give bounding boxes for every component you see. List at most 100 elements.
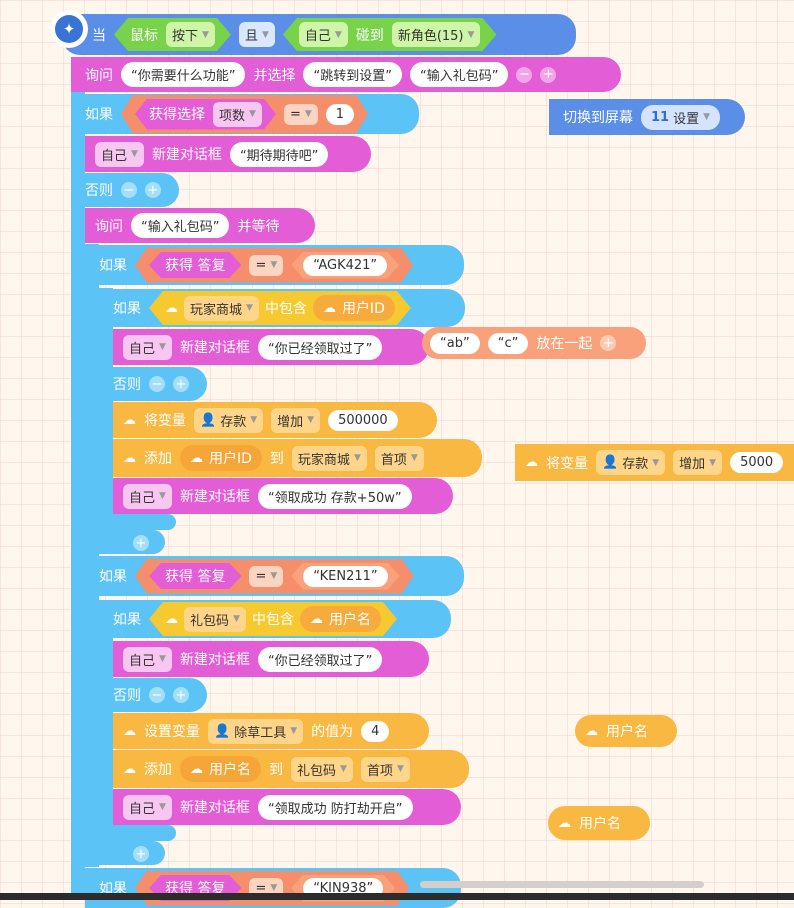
get-choice-reporter[interactable]: 获得选择 项数▼ [135,99,276,130]
else-block-1[interactable]: 否则 − + [71,173,179,207]
dialog-block-claimed-1[interactable]: 自己▼ 新建对话框 “你已经领取过了” [113,329,429,365]
set-var-block[interactable]: ☁ 设置变量 👤除草工具▼ 的值为 4 [113,713,429,749]
self-dropdown[interactable]: 自己▼ [123,794,172,820]
list-dropdown[interactable]: 礼包码▼ [184,607,246,632]
position-dropdown[interactable]: 首项▼ [360,756,410,782]
plus-icon[interactable]: + [133,535,149,551]
equals-operator[interactable]: 获得 答复 =▼ “KEN211” [135,559,414,594]
answer-value-hex[interactable]: “AGK421” [291,252,399,279]
ask-wait-block[interactable]: 询问 “输入礼包码” 并等待 [85,208,315,243]
ask-text-input[interactable]: “输入礼包码” [131,213,230,238]
value-input[interactable]: 1 [326,104,354,125]
plus-icon[interactable]: + [600,335,617,351]
answer-value-input[interactable]: “AGK421” [303,255,387,276]
answer-value-input[interactable]: “KEN211” [303,566,387,587]
user-name-reporter-floating-1[interactable]: ☁ 用户名 [575,715,677,747]
ask-label: 询问 [85,67,113,84]
if-answer-block-3[interactable]: 如果 获得 答复 =▼ “KIN938” [85,868,461,908]
dialog-block-claimed-2[interactable]: 自己▼ 新建对话框 “你已经领取过了” [113,641,429,677]
if-answer-block-2[interactable]: 如果 获得 答复 =▼ “KEN211” [85,556,464,596]
when-hat-block[interactable]: 当 鼠标 按下▼ 且▼ 自己▼ 碰到 新角色(15)▼ [62,14,576,55]
option-input-1[interactable]: “跳转到设置” [303,62,402,87]
variable-dropdown[interactable]: 👤存款▼ [194,407,264,433]
minus-icon[interactable]: − [149,376,165,392]
dialog-text-input[interactable]: “领取成功 防打劫开启” [257,794,413,820]
list-add-block-1[interactable]: ☁ 添加 ☁用户ID 到 玩家商城▼ 首项▼ [113,439,482,477]
change-var-block-1[interactable]: ☁ 将变量 👤存款▼ 增加▼ 500000 [113,402,437,438]
dialog-block-wait[interactable]: 自己▼ 新建对话框 “期待期待吧” [85,136,371,172]
user-name-reporter[interactable]: ☁用户名 [300,606,381,632]
variable-dropdown[interactable]: 👤除草工具▼ [208,718,304,744]
user-name-reporter[interactable]: ☁用户名 [180,756,261,782]
change-var-block-floating[interactable]: ☁ 将变量 👤存款▼ 增加▼ 5000 [515,444,794,481]
list-dropdown[interactable]: 玩家商城▼ [184,296,259,321]
eq-dropdown[interactable]: =▼ [284,104,318,125]
touch-condition[interactable]: 自己▼ 碰到 新角色(15)▼ [283,18,497,51]
if-contains-block-2[interactable]: 如果 ☁ 礼包码▼ 中包含 ☁用户名 [99,600,451,638]
plus-icon[interactable]: + [145,182,161,198]
list-add-block-2[interactable]: ☁ 添加 ☁用户名 到 礼包码▼ 首项▼ [113,750,469,788]
self-dropdown[interactable]: 自己▼ [123,646,172,672]
ask-choose-block[interactable]: 询问 “你需要什么功能” 并选择 “跳转到设置” “输入礼包码” − + [71,57,621,92]
equals-operator[interactable]: 获得 答复 =▼ “KIN938” [135,871,409,906]
list-contains-condition[interactable]: ☁ 礼包码▼ 中包含 ☁用户名 [149,602,397,636]
answer-value-hex[interactable]: “KEN211” [291,563,399,590]
join-input-a[interactable]: “ab” [430,332,480,354]
eq-dropdown[interactable]: =▼ [249,255,283,276]
question-input[interactable]: “你需要什么功能” [121,62,246,87]
list-dropdown[interactable]: 礼包码▼ [291,756,353,782]
contains-label: 中包含 [264,301,307,317]
plus-icon[interactable]: + [173,687,189,703]
amount-input[interactable]: 5000 [730,452,784,473]
dialog-block-success-2[interactable]: 自己▼ 新建对话框 “领取成功 防打劫开启” [113,789,461,825]
dialog-text-input[interactable]: “期待期待吧” [229,141,329,167]
equals-operator[interactable]: 获得选择 项数▼ =▼ 1 [121,95,368,134]
role-dropdown[interactable]: 新角色(15)▼ [392,22,481,47]
variable-dropdown[interactable]: 👤存款▼ [596,450,666,475]
dialog-block-success-1[interactable]: 自己▼ 新建对话框 “领取成功 存款+50w” [113,478,453,514]
get-answer-reporter[interactable]: 获得 答复 [149,252,241,278]
minus-icon[interactable]: − [516,66,533,83]
plus-icon[interactable]: + [540,66,557,83]
user-id-reporter[interactable]: ☁用户ID [180,445,262,471]
minus-icon[interactable]: − [149,687,165,703]
self-dropdown[interactable]: 自己▼ [95,141,144,167]
list-dropdown[interactable]: 玩家商城▼ [291,445,367,471]
user-name-reporter-floating-2[interactable]: ☁ 用户名 [548,806,650,840]
dialog-text-input[interactable]: “领取成功 存款+50w” [257,483,412,509]
minus-icon[interactable]: − [121,182,137,198]
join-block[interactable]: “ab” “c” 放在一起 + [422,327,646,359]
else-block-3[interactable]: 否则 − + [99,678,207,712]
if-answer-block-1[interactable]: 如果 获得 答复 =▼ “AGK421” [85,245,464,285]
dialog-text-input[interactable]: “你已经领取过了” [257,334,383,360]
self-dropdown[interactable]: 自己▼ [299,22,348,47]
if1-spine [71,92,85,900]
and-dropdown[interactable]: 且▼ [238,22,275,47]
list-contains-condition[interactable]: ☁ 玩家商城▼ 中包含 ☁用户ID [149,291,411,325]
amount-input[interactable]: 500000 [328,409,398,431]
self-dropdown[interactable]: 自己▼ [123,334,172,360]
self-dropdown[interactable]: 自己▼ [123,483,172,509]
else-block-2[interactable]: 否则 − + [99,367,207,401]
operation-dropdown[interactable]: 增加▼ [673,450,723,475]
switch-screen-block[interactable]: 切换到屏幕 11 设置 ▼ [549,99,745,135]
plus-icon[interactable]: + [133,846,149,862]
get-answer-reporter[interactable]: 获得 答复 [149,563,241,589]
option-input-2[interactable]: “输入礼包码” [409,62,509,87]
dialog-text-input[interactable]: “你已经领取过了” [257,646,383,672]
horizontal-scrollbar[interactable] [420,881,704,888]
mouse-condition[interactable]: 鼠标 按下▼ [114,18,231,51]
value-input[interactable]: 4 [361,720,390,742]
position-dropdown[interactable]: 首项▼ [374,445,424,471]
operation-dropdown[interactable]: 增加▼ [271,407,321,433]
plus-icon[interactable]: + [173,376,189,392]
mouse-action-dropdown[interactable]: 按下▼ [166,22,215,47]
equals-operator[interactable]: 获得 答复 =▼ “AGK421” [135,248,413,283]
user-id-reporter[interactable]: ☁用户ID [313,295,395,321]
if-contains-block-1[interactable]: 如果 ☁ 玩家商城▼ 中包含 ☁用户ID [99,289,465,327]
eq-dropdown[interactable]: =▼ [249,566,283,587]
screen-dropdown[interactable]: 11 设置 ▼ [641,104,721,130]
index-dropdown[interactable]: 项数▼ [213,102,262,127]
join-input-b[interactable]: “c” [487,332,529,354]
if-choice-block[interactable]: 如果 获得选择 项数▼ =▼ 1 [71,94,419,134]
